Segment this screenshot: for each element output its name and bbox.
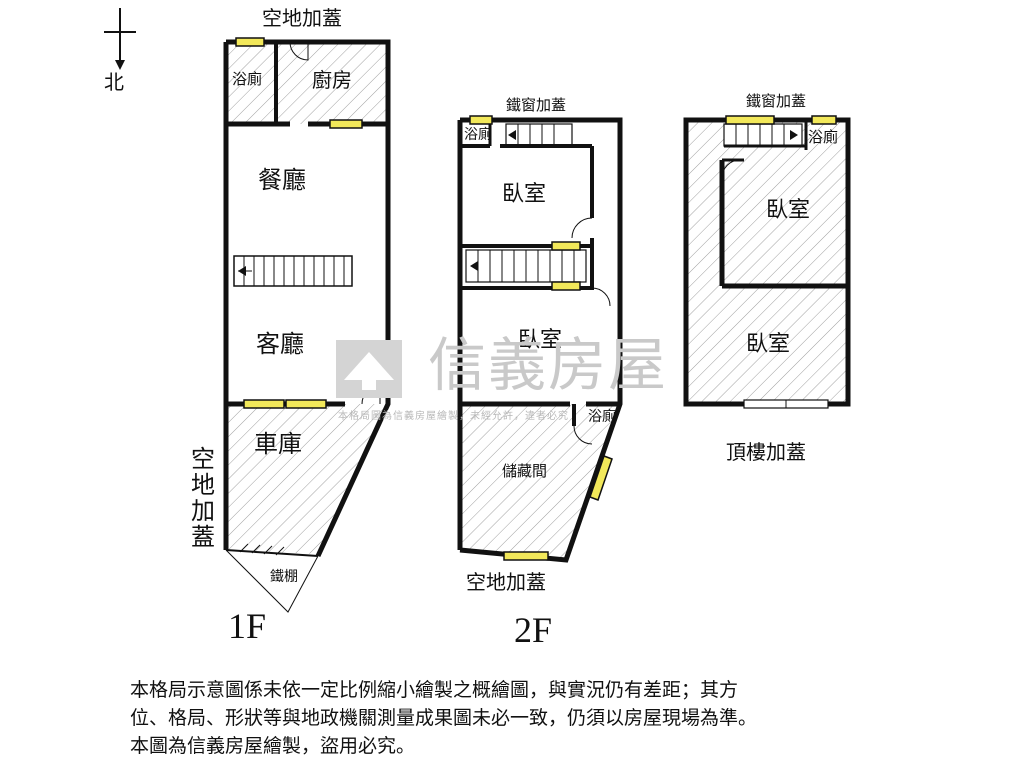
floor-2f-plan	[457, 115, 623, 563]
1f-garage-label: 車庫	[254, 430, 302, 458]
roof-bedroom-bottom-label: 臥室	[746, 332, 791, 357]
2f-bath-small-label: 浴廁	[588, 409, 616, 425]
1f-side-label: 空地加蓋	[191, 445, 215, 551]
roof-top-label: 鐵窗加蓋	[746, 92, 807, 110]
1f-dining-label: 餐廳	[258, 166, 306, 194]
roof-bath-label: 浴廁	[808, 128, 839, 146]
2f-floor-name: 2F	[514, 610, 553, 650]
1f-iron-shed-label: 鐵棚	[270, 569, 298, 585]
storage-hatch	[460, 404, 620, 560]
watermark-logo-icon	[336, 340, 402, 398]
north-label: 北	[104, 70, 124, 94]
1f-living-label: 客廳	[256, 330, 304, 358]
disclaimer-line-2: 位、格局、形狀等與地政機關測量成果圖未必一致，仍須以房屋現場為準。	[130, 707, 758, 729]
roof-plan	[683, 115, 851, 409]
watermark-brand: 信義房屋	[428, 331, 669, 399]
2f-bedroom-mid-label: 臥室	[518, 328, 563, 353]
compass-icon	[104, 8, 136, 70]
disclaimer-note: 本格局示意圖係未依一定比例縮小繪製之概繪圖，與實況仍有差距；其方 位、格局、形狀…	[130, 676, 930, 760]
disclaimer-line-1: 本格局示意圖係未依一定比例縮小繪製之概繪圖，與實況仍有差距；其方	[130, 679, 739, 701]
2f-storage-label: 儲藏間	[502, 462, 548, 480]
2f-bottom-label: 空地加蓋	[466, 570, 546, 594]
floor-1f-plan	[223, 37, 391, 613]
watermark-subtitle: 本格局圖為信義房屋繪製，未經允許，違者必究	[338, 411, 569, 422]
roof-bedroom-top-label: 臥室	[766, 198, 811, 223]
kitchen-hatch	[226, 42, 388, 124]
roof-floor-name: 頂樓加蓋	[726, 440, 806, 464]
disclaimer-line-3: 本圖為信義房屋繪製，盜用必究。	[130, 735, 416, 757]
1f-top-label: 空地加蓋	[262, 6, 342, 30]
2f-bedroom-top-label: 臥室	[502, 182, 547, 207]
garage-hatch	[226, 404, 388, 554]
2f-bath-top-label: 浴廁	[464, 127, 492, 143]
1f-floor-name: 1F	[228, 606, 267, 646]
roof-hatch	[686, 120, 848, 404]
1f-kitchen-label: 廚房	[312, 68, 352, 92]
2f-top-label: 鐵窗加蓋	[506, 96, 567, 114]
1f-bath-label: 浴廁	[232, 70, 263, 88]
